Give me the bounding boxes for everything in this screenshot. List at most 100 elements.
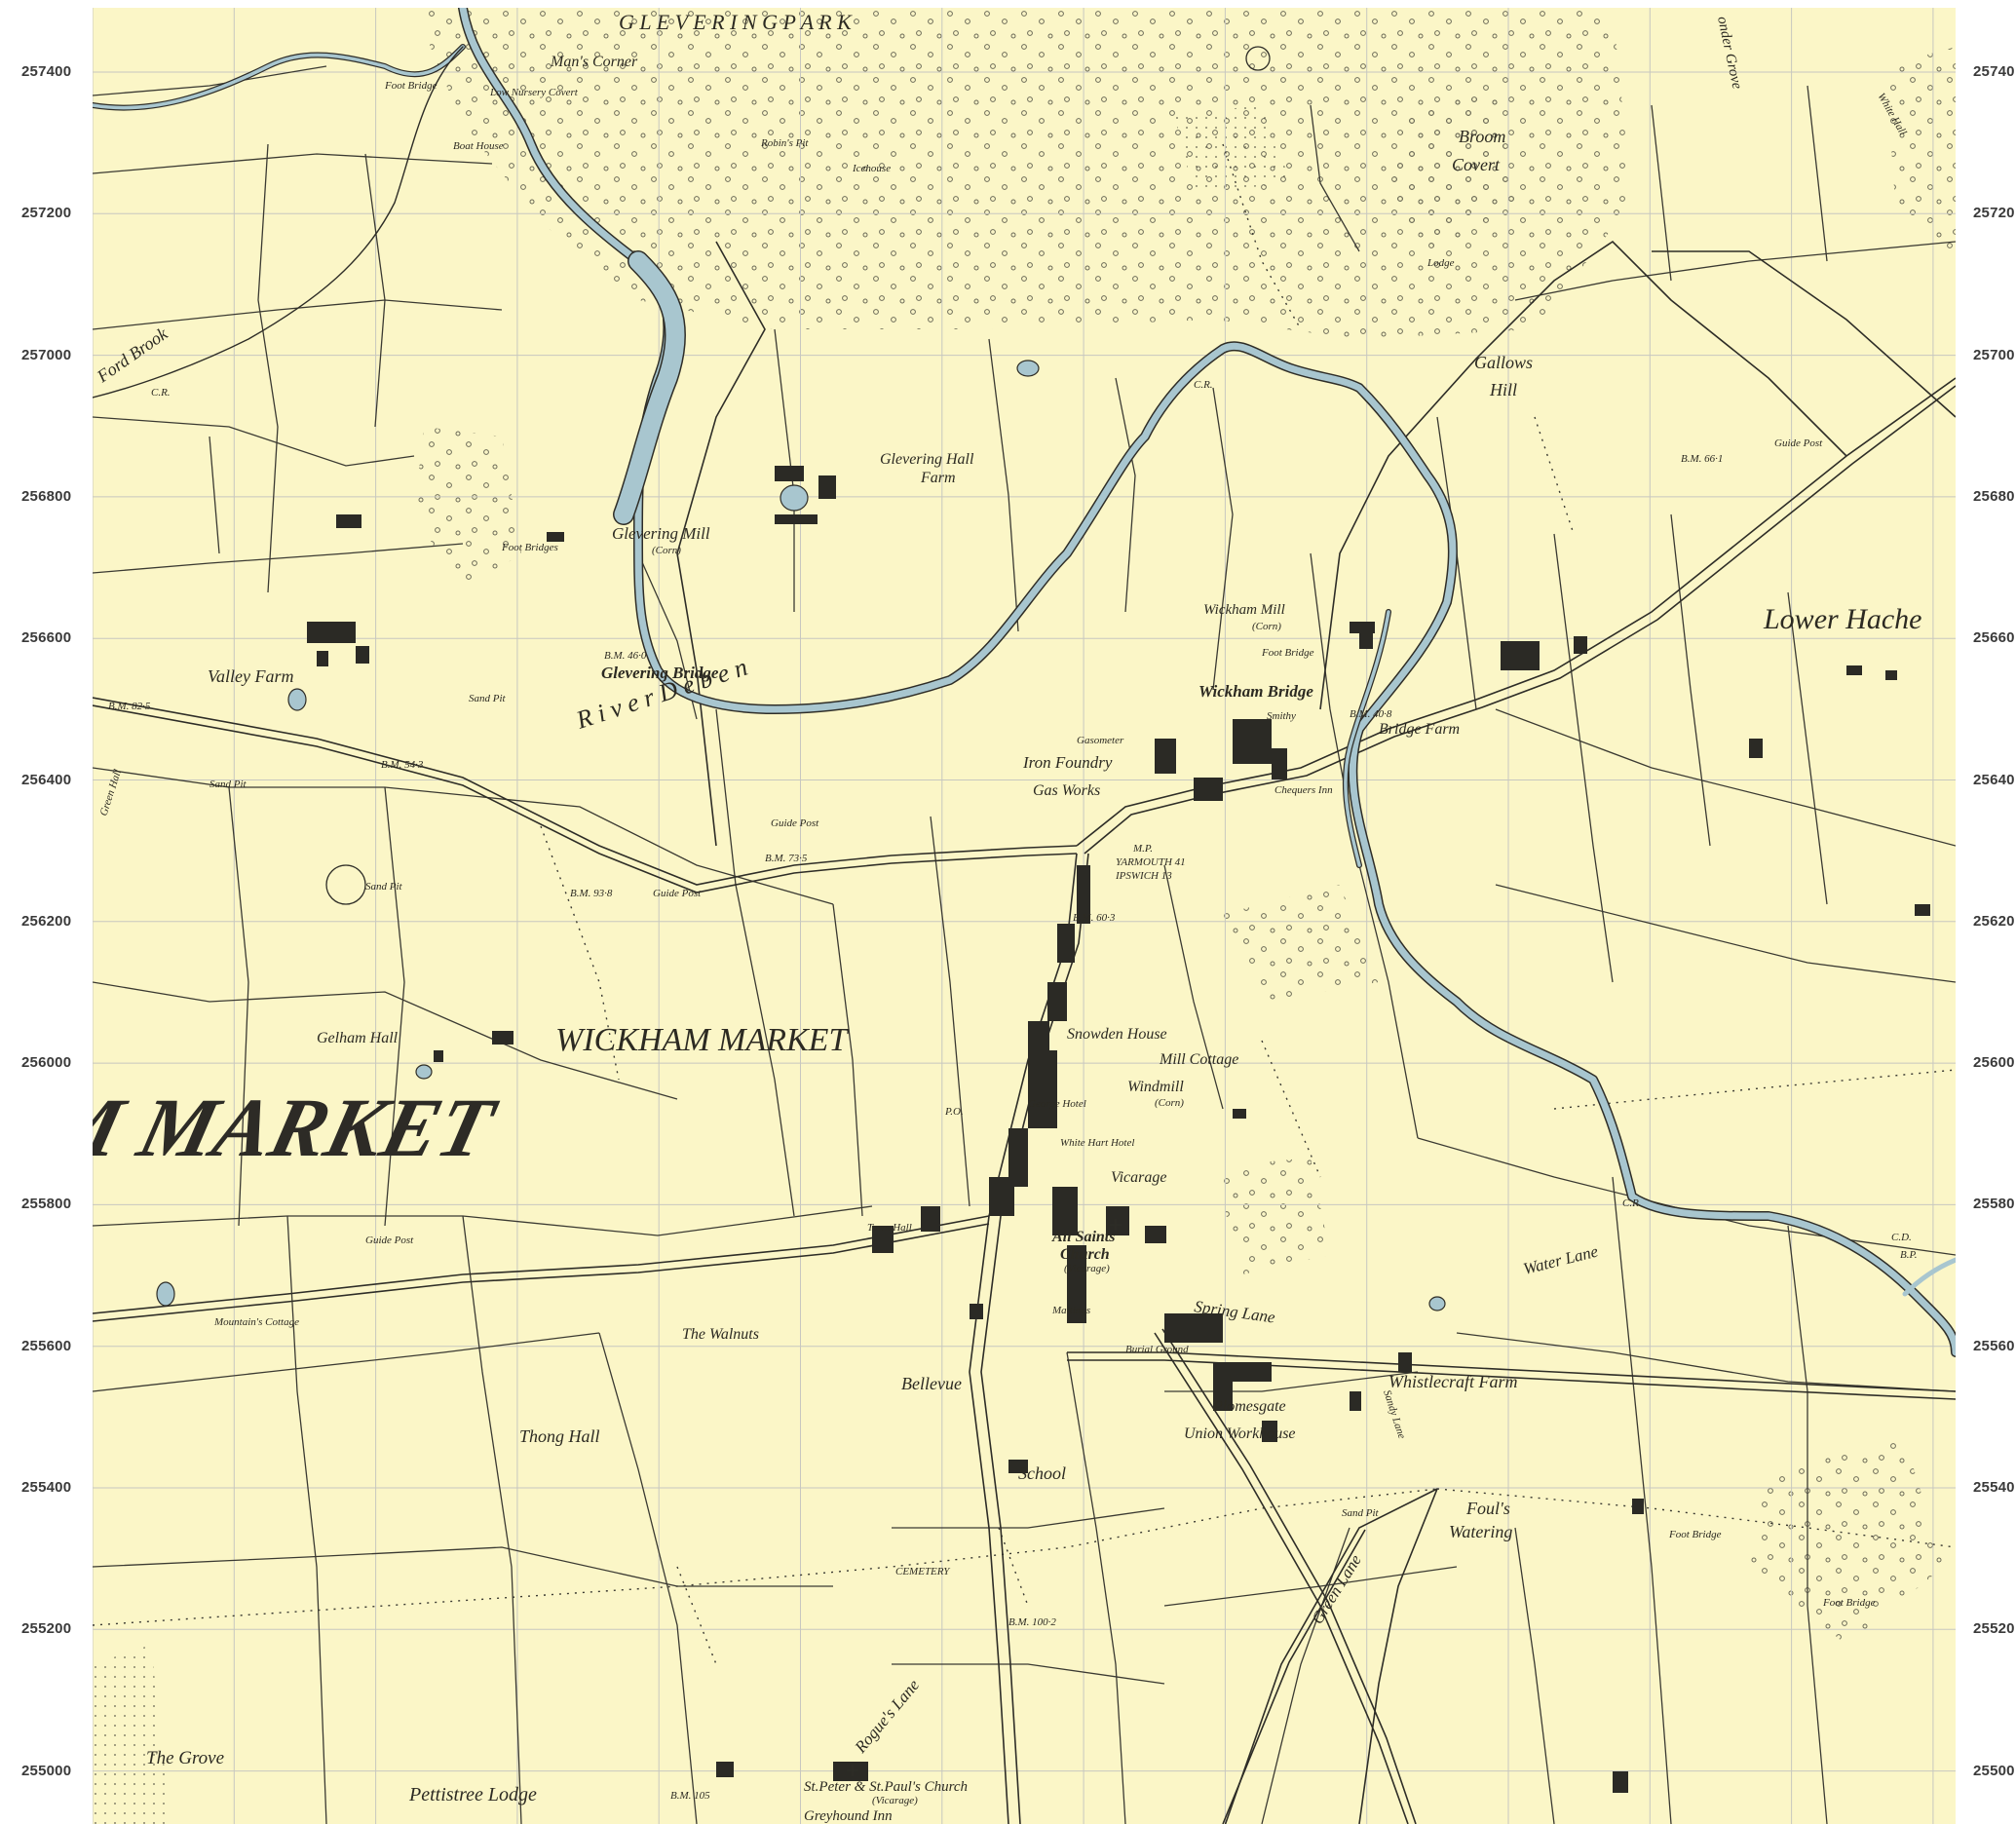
label-plomesgate: Plomesgate — [1212, 1398, 1286, 1415]
northing-label-left: 257200 — [21, 205, 72, 222]
northing-label-right: 25560 — [1973, 1337, 2015, 1354]
buildings — [307, 466, 1930, 1793]
northing-label-right: 25660 — [1973, 629, 2015, 647]
label-lodge: Lodge — [1426, 257, 1455, 269]
historic-os-map: G L E V E R I N G P A R K Man's Corner L… — [93, 8, 1956, 1824]
label-the-grove: The Grove — [146, 1748, 224, 1768]
label-the-walnuts: The Walnuts — [682, 1326, 759, 1343]
label-glevering-bridge: Glevering Bridge — [601, 664, 719, 682]
northing-label-right: 25520 — [1973, 1620, 2015, 1638]
label-broom: Broom — [1459, 127, 1505, 146]
label-bm-54: B.M. 54·3 — [381, 759, 424, 771]
label-vicarage-2: (Vicarage) — [1064, 1263, 1110, 1274]
label-vicarage-3: (Vicarage) — [872, 1795, 918, 1806]
label-snowden-house: Snowden House — [1067, 1026, 1167, 1043]
label-whistlecraft-farm: Whistlecraft Farm — [1388, 1372, 1518, 1391]
northing-label-right: 25700 — [1973, 346, 2015, 363]
label-po: P.O. — [944, 1106, 964, 1118]
label-wickham-bridge: Wickham Bridge — [1198, 682, 1313, 701]
label-cemetery: CEMETERY — [895, 1566, 951, 1577]
northing-label-left: 257400 — [21, 63, 72, 80]
label-mountains-cottage: Mountain's Cottage — [213, 1316, 299, 1328]
label-sand-pit-3: Sand Pit — [365, 881, 403, 893]
label-sand-pit-1: Sand Pit — [469, 693, 507, 704]
northing-label-right: 25640 — [1973, 771, 2015, 788]
label-gasometer: Gasometer — [1077, 735, 1124, 746]
label-icehouse: Icehouse — [852, 163, 891, 174]
label-watering: Watering — [1449, 1522, 1512, 1541]
label-bm-66: B.M. 66·1 — [1681, 453, 1723, 465]
label-george-hotel: George Hotel — [1028, 1098, 1086, 1110]
label-hill: Hill — [1489, 380, 1517, 399]
label-guide-post-ne: Guide Post — [1774, 437, 1823, 449]
label-bm-46: B.M. 46·0 — [604, 650, 647, 662]
northing-label-left: 255400 — [21, 1479, 72, 1496]
northing-label-left: 256000 — [21, 1054, 72, 1072]
label-thong-hall: Thong Hall — [519, 1426, 600, 1446]
label-smithy: Smithy — [1267, 710, 1296, 722]
label-church: Church — [1060, 1246, 1110, 1263]
label-ipswich: IPSWICH 13 — [1115, 870, 1172, 882]
label-greyhound-inn: Greyhound Inn — [804, 1808, 893, 1824]
label-wickham-market-big: CKHAM MARKET — [93, 1081, 506, 1174]
northing-label-right: 25620 — [1973, 912, 2015, 930]
label-bp: B.P. — [1900, 1249, 1918, 1261]
label-mp: M.P. — [1132, 843, 1153, 855]
label-union-workhouse: Union Workhouse — [1184, 1425, 1296, 1442]
northing-label-left: 256200 — [21, 912, 72, 930]
label-foot-bridge-top: Foot Bridge — [384, 80, 437, 92]
map-sheet[interactable]: G L E V E R I N G P A R K Man's Corner L… — [93, 8, 1956, 1824]
label-vicarage: Vicarage — [1111, 1169, 1166, 1186]
benchmark-marks — [325, 46, 1271, 1776]
label-bm-73: B.M. 73·5 — [765, 853, 808, 864]
label-gallows: Gallows — [1474, 353, 1533, 372]
label-maltings: Maltings — [1051, 1305, 1090, 1316]
label-gas-works: Gas Works — [1033, 782, 1100, 799]
northing-label-left: 256600 — [21, 629, 72, 647]
northing-label-right: 25680 — [1973, 487, 2015, 505]
footpaths — [93, 143, 1956, 1665]
label-cd: C.D. — [1891, 1232, 1912, 1243]
label-farm: Farm — [920, 470, 956, 486]
northing-label-left: 255200 — [21, 1620, 72, 1638]
label-lower-hacheston: Lower Hache — [1763, 603, 1921, 635]
label-all-saints: All Saints' — [1051, 1229, 1120, 1245]
label-guide-post-4: Guide Post — [365, 1235, 414, 1246]
northing-label-right: 25540 — [1973, 1479, 2015, 1496]
label-cr-1: C.R. — [1194, 379, 1213, 391]
label-glevering-mill: Glevering Mill — [612, 524, 710, 543]
label-bm-40: B.M. 40·8 — [1350, 708, 1392, 720]
label-st-peter: St.Peter & St.Paul's Church — [804, 1779, 968, 1795]
northing-label-left: 257000 — [21, 346, 72, 363]
label-yarmouth: YARMOUTH 41 — [1116, 856, 1186, 868]
label-sand-pit-4: Sand Pit — [1342, 1507, 1380, 1519]
northing-label-left: 255800 — [21, 1196, 72, 1213]
field-boundaries — [93, 65, 1956, 1824]
northing-label-right: 25740 — [1973, 63, 2015, 80]
label-guide-post-3: Guide Post — [653, 888, 702, 899]
label-mill-cottage: Mill Cottage — [1159, 1051, 1238, 1068]
label-gelham-hall: Gelham Hall — [317, 1030, 399, 1046]
label-corn-2: (Corn) — [1252, 621, 1281, 632]
label-glevering-hall: Glevering Hall — [880, 451, 974, 468]
label-corn-1: (Corn) — [652, 545, 681, 556]
northing-label-right: 25600 — [1973, 1054, 2015, 1072]
label-school: School — [1018, 1463, 1066, 1483]
label-bm-82: B.M. 82·5 — [108, 701, 151, 712]
label-windmill: Windmill — [1127, 1079, 1184, 1095]
woodland-areas — [414, 8, 1956, 1645]
label-foot-bridges: Foot Bridges — [501, 542, 558, 553]
label-boat-house: Boat House — [453, 140, 504, 152]
label-white-hart: White Hart Hotel — [1060, 1137, 1134, 1149]
label-bm-93: B.M. 93·8 — [570, 888, 613, 899]
label-wickham-market-1: WICKHAM MARKET — [555, 1022, 849, 1058]
ponds — [156, 360, 1446, 1311]
northing-label-right: 25720 — [1973, 205, 2015, 222]
label-wickham-mill: Wickham Mill — [1203, 602, 1285, 618]
northing-label-left: 256400 — [21, 771, 72, 788]
label-pettistree-lodge: Pettistree Lodge — [408, 1784, 537, 1805]
label-robins-pit: Robin's Pit — [760, 137, 809, 149]
label-fouls: Foul's — [1465, 1499, 1510, 1518]
label-foot-bridge-4: Foot Bridge — [1822, 1597, 1876, 1609]
